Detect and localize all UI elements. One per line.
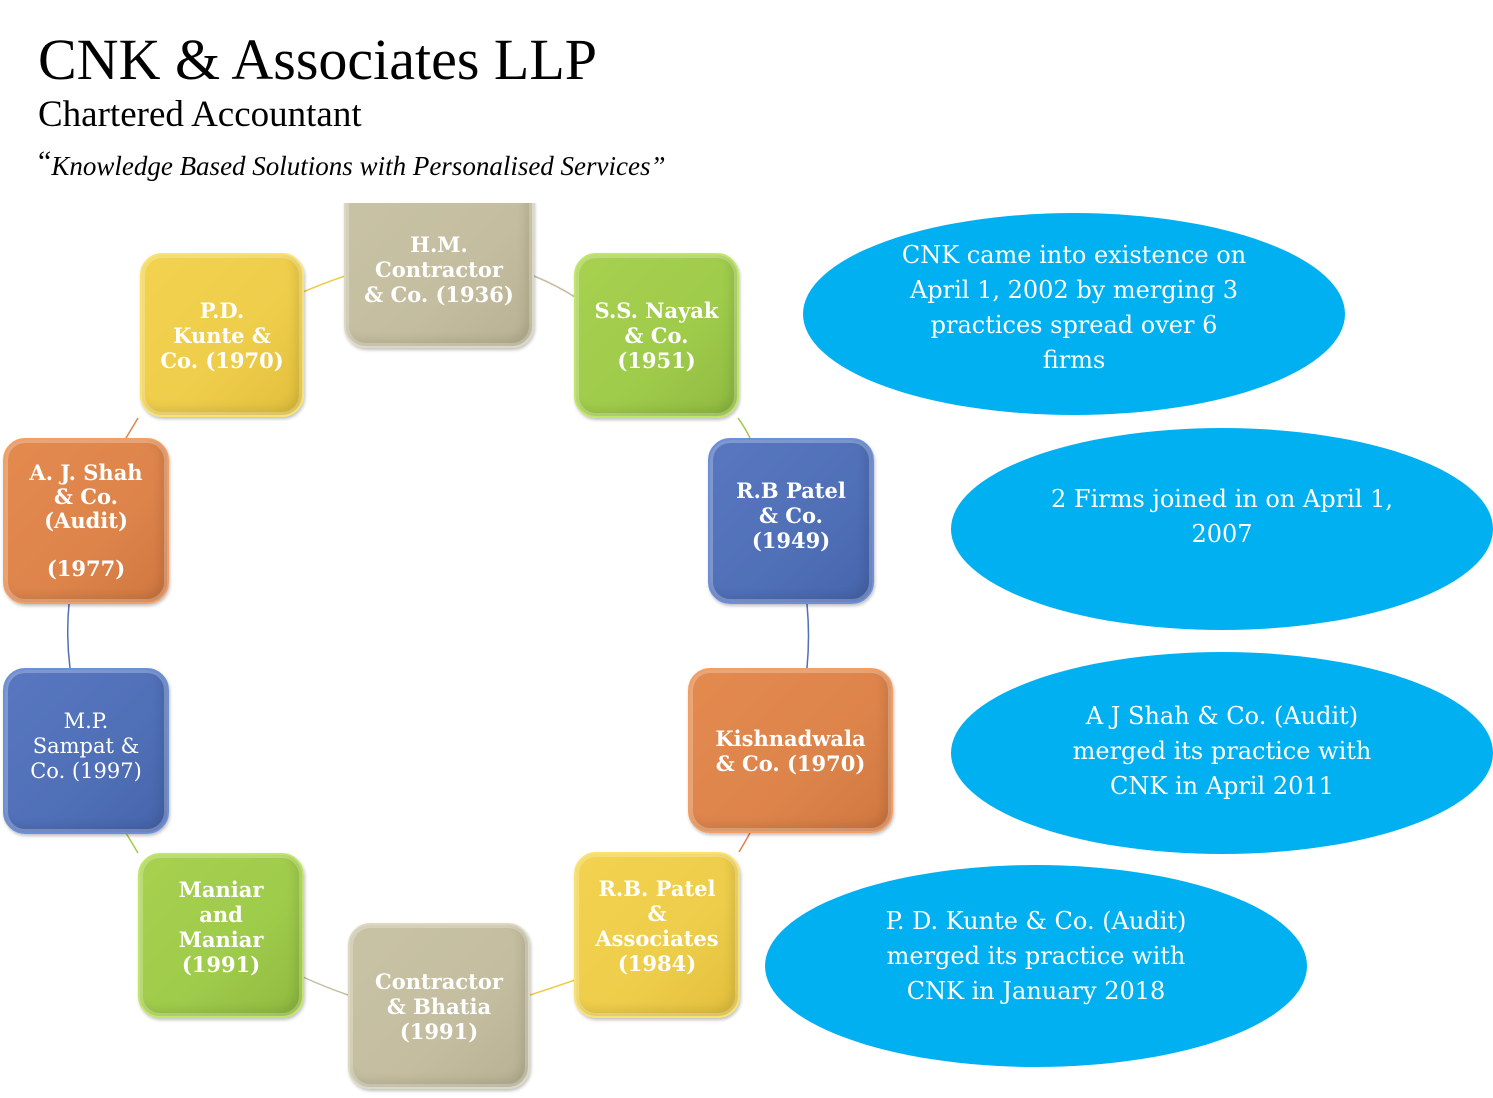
node-mp-sampat: M.P. Sampat & Co. (1997) [3, 668, 169, 834]
callout-formation-2002: CNK came into existence on April 1, 2002… [803, 213, 1345, 415]
callout-pd-kunte-2018-text: P. D. Kunte & Co. (Audit) merged its pra… [885, 906, 1187, 1005]
node-maniar-maniar: Maniar and Maniar (1991) [138, 853, 304, 1018]
node-pd-kunte: P.D. Kunte & Co. (1970) [140, 253, 304, 417]
callout-aj-shah-2011: A J Shah & Co. (Audit) merged its practi… [951, 652, 1493, 854]
company-title: CNK & Associates LLP [38, 27, 598, 92]
tagline-text: Knowledge Based Solutions with Personali… [51, 151, 666, 181]
cycle-diagram: H.M. Contractor & Co. (1936) S.S. Nayak … [0, 203, 960, 1098]
node-maniar-maniar-label: Maniar and Maniar (1991) [178, 876, 264, 977]
connector-rbpatel-to-kishnadwala [806, 603, 810, 669]
connector-pdkunte-to-hm [302, 275, 346, 293]
company-tagline: “Knowledge Based Solutions with Personal… [38, 142, 666, 186]
callout-firms-joined-2007: 2 Firms joined in on April 1, 2007 [951, 428, 1493, 630]
callout-aj-shah-2011-text: A J Shah & Co. (Audit) merged its practi… [1072, 701, 1372, 800]
company-subtitle: Chartered Accountant [38, 94, 362, 135]
connector-kishnadwala-to-rbassoc [738, 832, 751, 853]
connector-rbassoc-to-contractorbhatia [529, 979, 576, 996]
node-contractor-bhatia-label: Contractor & Bhatia (1991) [375, 968, 503, 1044]
node-ss-nayak: S.S. Nayak & Co. (1951) [574, 253, 739, 418]
tagline-open-quote: “ [38, 145, 52, 178]
connector-maniar-to-mpsampat [125, 832, 139, 854]
node-rb-patel-associates-label: R.B. Patel & Associates (1984) [595, 876, 719, 976]
node-mp-sampat-label: M.P. Sampat & Co. (1997) [30, 708, 142, 783]
callout-formation-2002-text: CNK came into existence on April 1, 2002… [901, 241, 1247, 374]
node-kishnadwala-label: Kishnadwala & Co. (1970) [715, 725, 866, 776]
node-aj-shah: A. J. Shah & Co. (Audit) (1977) [3, 438, 169, 604]
connector-mpsampat-to-ajshah [66, 603, 71, 669]
node-aj-shah-label: A. J. Shah & Co. (Audit) (1977) [29, 460, 143, 581]
callout-pd-kunte-2018: P. D. Kunte & Co. (Audit) merged its pra… [765, 865, 1307, 1067]
node-pd-kunte-label: P.D. Kunte & Co. (1970) [160, 297, 284, 373]
node-contractor-bhatia: Contractor & Bhatia (1991) [348, 923, 530, 1089]
node-kishnadwala: Kishnadwala & Co. (1970) [688, 668, 893, 833]
connector-contractorbhatia-to-maniar [302, 976, 349, 996]
node-rb-patel-associates: R.B. Patel & Associates (1984) [574, 852, 740, 1018]
callout-firms-joined-2007-text: 2 Firms joined in on April 1, 2007 [1051, 485, 1393, 548]
connector-ajshah-to-pdkunte [125, 417, 139, 439]
node-rb-patel-co: R.B Patel & Co. (1949) [708, 438, 874, 604]
node-rb-patel-co-label: R.B Patel & Co. (1949) [736, 477, 846, 553]
node-hm-contractor: H.M. Contractor & Co. (1936) [344, 203, 534, 348]
connector-ss-to-rbpatel [737, 417, 751, 439]
node-ss-nayak-label: S.S. Nayak & Co. (1951) [594, 298, 719, 373]
connector-hm-to-ss [533, 275, 576, 298]
node-hm-contractor-label: H.M. Contractor & Co. (1936) [364, 232, 514, 307]
